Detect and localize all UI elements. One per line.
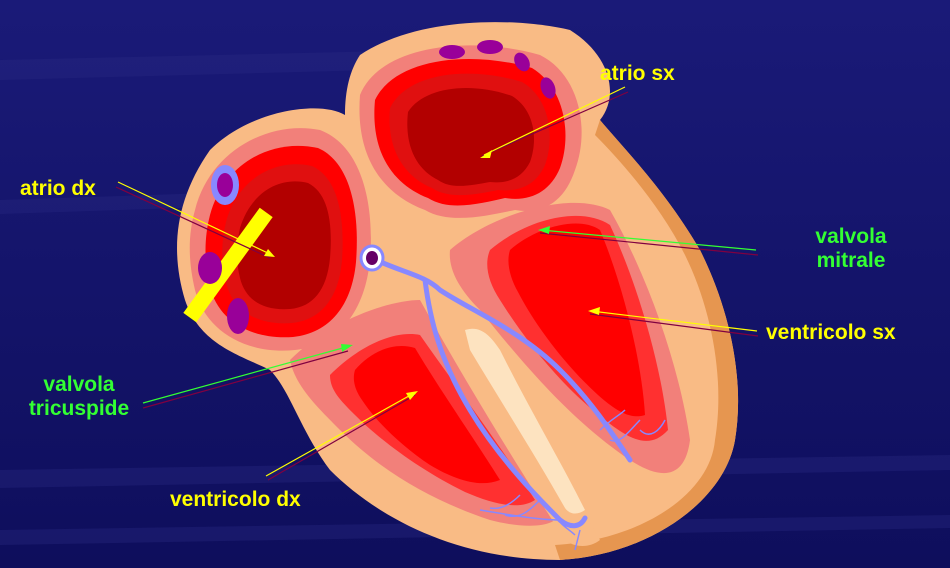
label-atrio-sx: atrio sx: [600, 62, 675, 86]
label-valvola-tricuspide-line1: valvola: [14, 373, 144, 397]
label-valvola-tricuspide-line2: tricuspide: [14, 397, 144, 421]
label-ventricolo-dx: ventricolo dx: [170, 488, 301, 512]
label-valvola-mitrale: valvola mitrale: [796, 225, 906, 273]
label-valvola-tricuspide: valvola tricuspide: [14, 373, 144, 421]
label-atrio-dx: atrio dx: [20, 177, 96, 201]
vessel-ring: [211, 165, 239, 205]
sa-node: [361, 246, 383, 270]
label-valvola-mitrale-line1: valvola: [796, 225, 906, 249]
label-ventricolo-sx: ventricolo sx: [766, 321, 896, 345]
label-valvola-mitrale-line2: mitrale: [796, 249, 906, 273]
